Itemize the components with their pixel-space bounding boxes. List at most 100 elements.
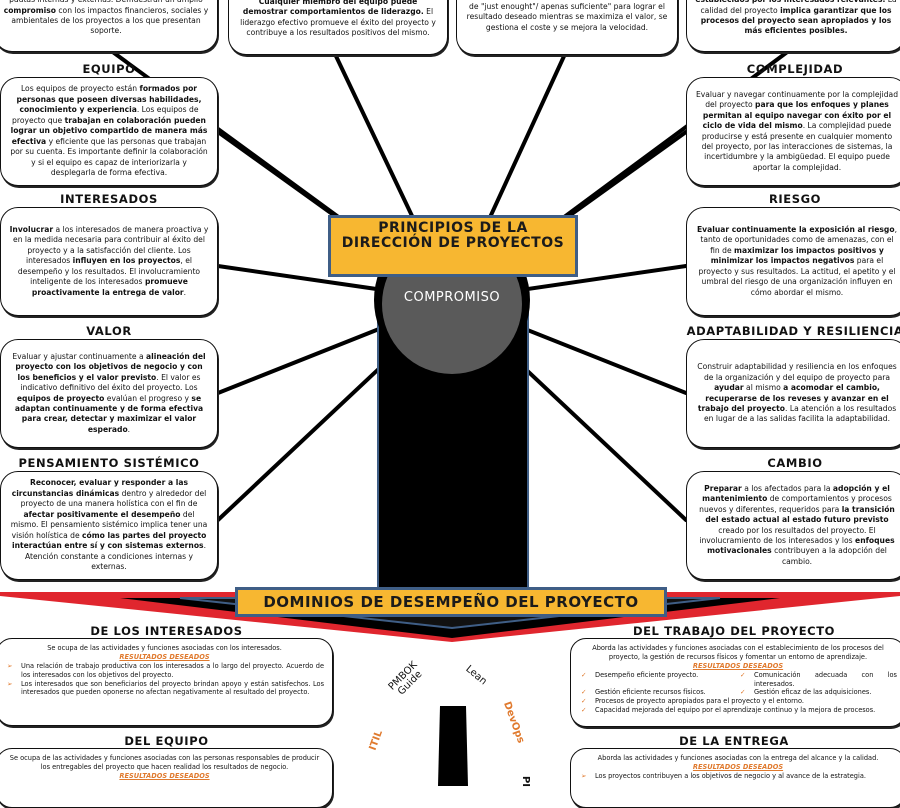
text-segment: Los equipos de proyecto están: [20, 84, 140, 94]
domain-box-entrega: Aborda las actividades y funciones asoci…: [570, 748, 900, 808]
text-segment: influyen en los proyectos: [72, 256, 181, 266]
text-segment: Preparar: [704, 483, 742, 493]
domain-intro: Aborda las actividades y funciones asoci…: [592, 644, 884, 661]
principle-box-partial-3: de "just enought"/ apenas suficiente" pa…: [456, 0, 678, 55]
list-item: ➢Una relación de trabajo productiva con …: [7, 661, 324, 679]
text-segment: .: [183, 287, 187, 297]
text-segment: ayudar: [714, 383, 744, 393]
list-item: ✓Desempeño eficiente proyecto.: [581, 670, 699, 679]
list-item: ✓Capacidad mejorada del equipo por el ap…: [581, 706, 876, 715]
text-segment: Evaluar y navegar continuamente por la c…: [695, 89, 899, 110]
text-segment: Cualquier miembro del equipo puede demos…: [242, 0, 424, 17]
text-segment: implica garantizar que los procesos del …: [700, 5, 892, 36]
text-segment: creado por los resultados del proyecto. …: [699, 525, 876, 545]
text-segment: formados por personas que poseen diversa…: [16, 84, 202, 115]
text-segment: contribuyen a la adopción del cambio.: [771, 546, 887, 566]
domains-title: DOMINIOS DE DESEMPEÑO DEL PROYECTO: [235, 587, 667, 617]
text-segment: El liderazgo efectivo promueve el éxito …: [240, 7, 436, 37]
domain-title: DE LA ENTREGA: [679, 734, 789, 748]
principle-title: EQUIPO: [82, 62, 136, 76]
text-segment: la transición del estado actual al estad…: [705, 504, 895, 525]
principle-title: INTERESADOS: [60, 192, 158, 206]
text-segment: y eficiente que las personas que trabaja…: [10, 136, 208, 178]
list-item: ✓Gestión eficaz de las adquisiciones.: [740, 688, 872, 697]
text-segment: a los interesados de manera proactiva y …: [13, 224, 209, 266]
results-label: RESULTADOS DESEADOS: [692, 661, 784, 670]
text-segment: establecidos por los interesados relevan…: [695, 0, 885, 4]
text-segment: a los afectados para la: [741, 483, 833, 493]
text-segment: , tanto de oportunidades como de amenaza…: [700, 224, 897, 255]
principle-box: Evaluar y ajustar continuamente a alinea…: [0, 339, 218, 448]
text-segment: evalúan el progreso y: [104, 393, 192, 403]
tool-figure-icon: [438, 706, 468, 786]
text-segment: equipos de proyecto: [16, 393, 105, 403]
results-label: RESULTADOS DESEADOS: [119, 771, 210, 780]
domain-box-trabajo: Aborda las actividades y funciones asoci…: [570, 638, 900, 727]
text-segment: maximizar los impactos positivos y minim…: [710, 245, 884, 266]
text-segment: Construir adaptabilidad y resiliencia en…: [697, 362, 897, 382]
domain-intro: Se ocupa de las actividades y funciones …: [9, 754, 320, 771]
list-item: ➢Los proyectos contribuyen a los objetiv…: [581, 771, 866, 780]
text-segment: cómo las partes del proyecto interactúan…: [12, 530, 207, 551]
text-segment: .: [127, 424, 131, 434]
text-segment: Evaluar continuamente la exposición al r…: [696, 224, 895, 234]
text-segment: trabajan en colaboración pueden lograr u…: [10, 115, 208, 146]
text-segment: a acomodar el cambio, recuperarse de los…: [697, 383, 889, 413]
text-segment: se adaptan continuamente y de forma efec…: [14, 393, 204, 434]
domain-title: DEL EQUIPO: [124, 734, 209, 748]
text-segment: . Los equipos de proyecto que: [12, 105, 199, 125]
principle-box-partial-4: establecidos por los interesados relevan…: [686, 0, 900, 52]
text-segment: dentro y alrededor del proyecto de una m…: [20, 488, 207, 509]
text-segment: . La atención a los resultados en lugar …: [703, 403, 897, 424]
domain-box-equipo: Se ocupa de las actividades y funciones …: [0, 748, 333, 808]
text-segment: del mismo. El pensamiento sistémico impl…: [10, 509, 208, 540]
domain-title: DEL TRABAJO DEL PROYECTO: [632, 624, 836, 638]
text-segment: pautas internas y externas. Demuestran u…: [9, 0, 203, 4]
text-segment: al mismo: [743, 383, 784, 393]
results-label: RESULTADOS DESEADOS: [692, 762, 784, 771]
text-segment: Evaluar y ajustar continuamente a: [12, 351, 147, 361]
text-segment: Involucrar: [9, 224, 54, 234]
principle-title: PENSAMIENTO SISTÉMICO: [18, 456, 200, 470]
principle-box: Construir adaptabilidad y resiliencia en…: [686, 339, 900, 448]
text-segment: adopción y el mantenimiento: [702, 483, 890, 504]
results-label: RESULTADOS DESEADOS: [119, 652, 210, 661]
list-item: ✓Gestión eficiente recursos físicos.: [581, 688, 706, 697]
principle-title: RIESGO: [768, 192, 822, 206]
principle-box: Preparar a los afectados para la adopció…: [686, 471, 900, 580]
text-segment: afectar positivamente el desempeño: [23, 509, 181, 519]
center-label: COMPROMISO: [403, 290, 501, 305]
list-item: ➢Los interesados que son beneficiarios d…: [7, 679, 324, 697]
text-segment: enfoques motivacionales: [707, 535, 895, 556]
text-segment: . La complejidad puede producirse y está…: [701, 121, 893, 172]
text-segment: promueve proactivamente la entrega de va…: [31, 277, 188, 297]
text-segment: para el proyecto y sus resultados. La ac…: [698, 256, 896, 297]
principles-title: PRINCIPIOS DE LA DIRECCIÓN DE PROYECTOS: [328, 215, 578, 277]
principle-title: CAMBIO: [767, 456, 823, 470]
principle-box: Reconocer, evaluar y responder a las cir…: [0, 471, 218, 580]
text-segment: . El valor es indicativo definitivo del …: [20, 372, 201, 393]
principle-title: VALOR: [86, 324, 132, 338]
list-item: ✓Comunicación adecuada con los interesad…: [740, 670, 897, 688]
domain-title: DE LOS INTERESADOS: [90, 624, 243, 638]
text-segment: Reconocer, evaluar y responder a las cir…: [11, 478, 188, 498]
text-segment: , el desempeño y los resultados. El invo…: [17, 256, 201, 287]
framework-partial: PI: [520, 775, 532, 788]
text-segment: compromiso: [3, 5, 56, 15]
text-segment: . Atención constante a condiciones inter…: [24, 541, 206, 572]
domain-intro: Aborda las actividades y funciones asoci…: [597, 754, 879, 762]
text-segment: de "just enought"/ apenas suficiente" pa…: [466, 1, 668, 32]
domain-box-interesados: Se ocupa de las actividades y funciones …: [0, 638, 333, 726]
text-segment: de comportamientos y procesos nuevos y d…: [699, 494, 892, 514]
principle-box: Evaluar continuamente la exposición al r…: [686, 207, 900, 316]
domain-intro: Se ocupa de las actividades y funciones …: [47, 644, 282, 652]
text-segment: con los impactos financieros, sociales y…: [11, 5, 209, 36]
principle-box: Involucrar a los interesados de manera p…: [0, 207, 218, 316]
principle-title: COMPLEJIDAD: [746, 62, 844, 76]
principle-box: Evaluar y navegar continuamente por la c…: [686, 77, 900, 186]
principle-box-partial-2: Cualquier miembro del equipo puede demos…: [228, 0, 448, 55]
principle-box-partial-1: pautas internas y externas. Demuestran u…: [0, 0, 218, 52]
list-item: ✓Procesos de proyecto apropiados para el…: [581, 697, 804, 706]
text-segment: La calidad del proyecto: [700, 0, 897, 15]
principle-box: Los equipos de proyecto están formados p…: [0, 77, 218, 186]
